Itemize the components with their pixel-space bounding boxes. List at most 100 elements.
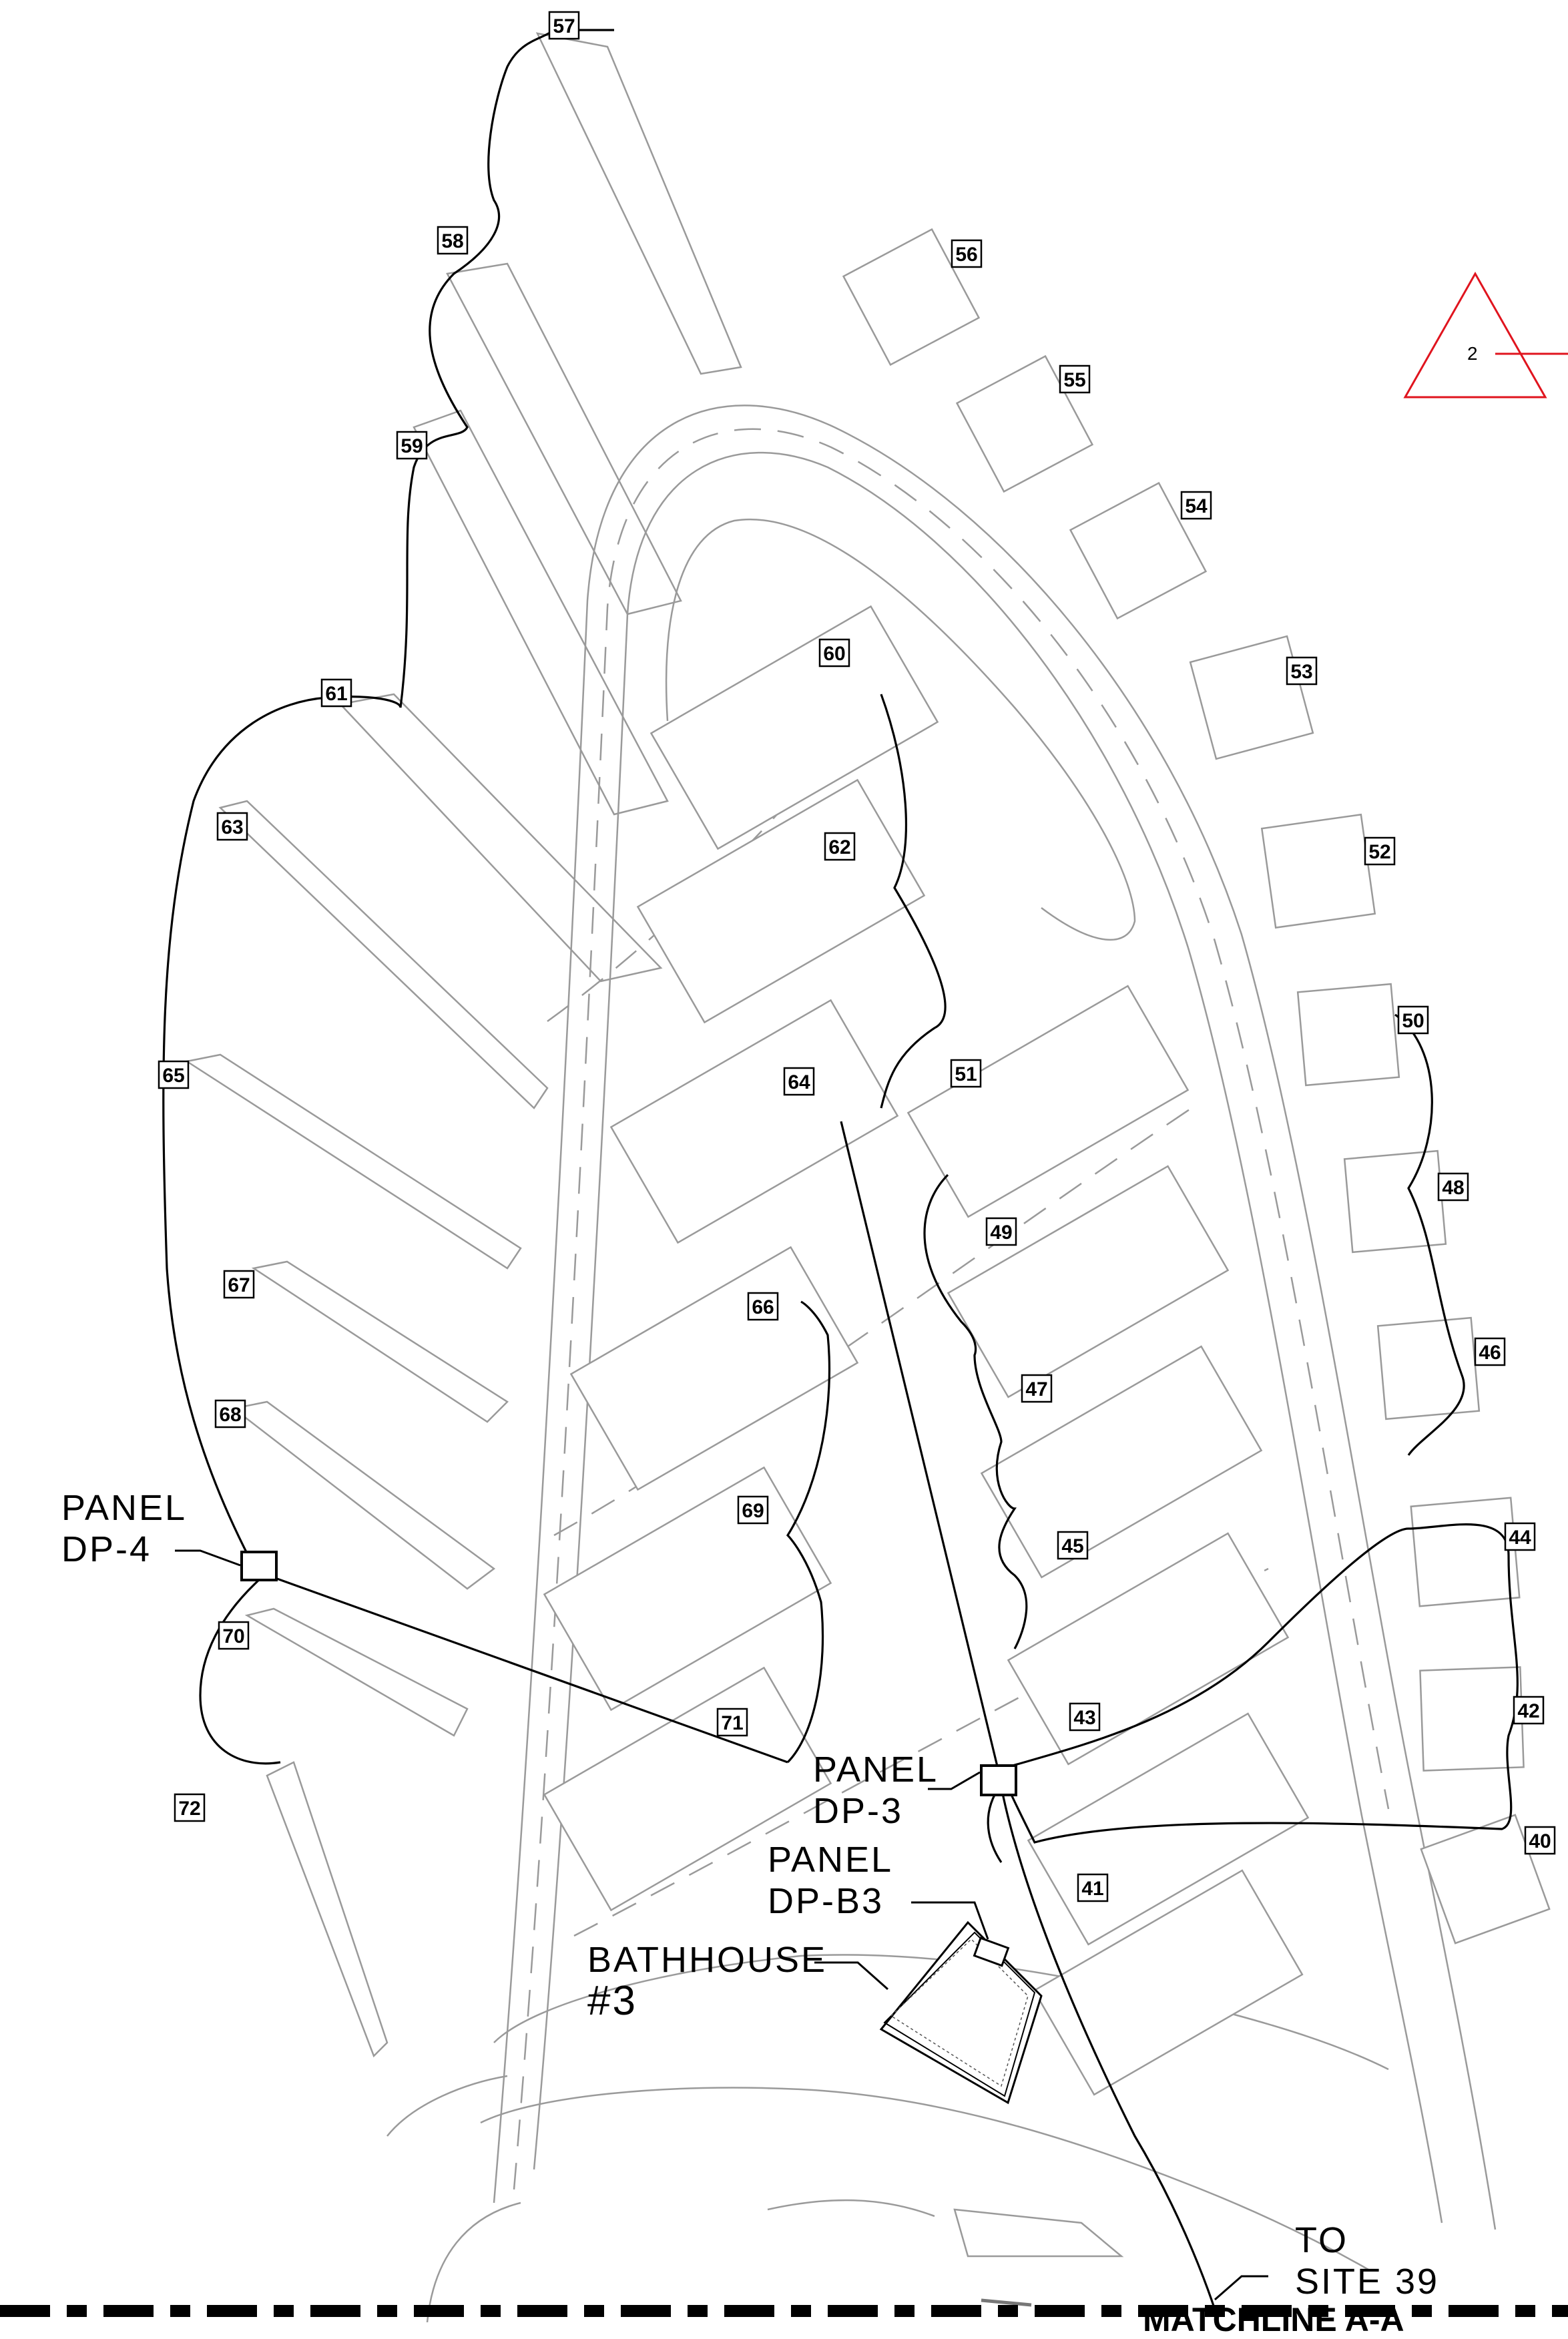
site-label-40: 40 — [1524, 1826, 1556, 1855]
site-label-box — [1474, 1337, 1506, 1366]
site-label-51: 51 — [950, 1059, 982, 1088]
electrical-feeders — [162, 29, 1519, 2310]
site-label-43: 43 — [1069, 1702, 1101, 1732]
site-label-box — [716, 1708, 748, 1737]
site-label-box — [218, 1621, 250, 1650]
site-label-text: 65 — [162, 1065, 184, 1087]
to-site-line2: SITE 39 — [1295, 2262, 1440, 2302]
site-label-41: 41 — [1077, 1873, 1109, 1902]
panel-dp4-line2: DP-4 — [61, 1529, 152, 1569]
panel-dpb3-callout: PANEL DP-B3 — [768, 1839, 914, 1922]
panel-dp3-line2: DP-3 — [813, 1791, 904, 1831]
site-label-text: 71 — [721, 1712, 743, 1734]
site-label-69: 69 — [737, 1495, 769, 1525]
site-label-48: 48 — [1437, 1172, 1469, 1202]
site-label-text: 41 — [1081, 1878, 1103, 1900]
site-label-text: 60 — [823, 643, 845, 665]
panel-dp3-callout: PANEL DP-3 — [813, 1749, 947, 1832]
site-label-box — [1504, 1522, 1536, 1551]
site-label-box — [1364, 836, 1396, 866]
site-label-49: 49 — [985, 1217, 1017, 1246]
site-label-text: 55 — [1063, 369, 1085, 391]
site-label-box — [1524, 1826, 1556, 1855]
site-label-57: 57 — [548, 11, 580, 40]
site-label-text: 43 — [1073, 1707, 1095, 1729]
site-label-text: 51 — [955, 1063, 977, 1085]
site-label-text: 44 — [1509, 1527, 1531, 1549]
site-label-box — [950, 1059, 982, 1088]
site-label-66: 66 — [747, 1292, 779, 1321]
site-label-box — [951, 239, 983, 268]
site-label-56: 56 — [951, 239, 983, 268]
site-label-box — [174, 1793, 206, 1822]
site-label-text: 61 — [325, 683, 347, 705]
site-label-70: 70 — [218, 1621, 250, 1650]
site-label-52: 52 — [1364, 836, 1396, 866]
bathhouse-line1: BATHHOUSE — [587, 1940, 828, 1980]
site-label-text: 59 — [401, 435, 423, 457]
panel-dpb3-line2: DP-B3 — [768, 1881, 884, 1921]
site-label-72: 72 — [174, 1793, 206, 1822]
matchline-label: MATCHLINE A-A — [1143, 2301, 1404, 2338]
site-label-45: 45 — [1057, 1531, 1089, 1560]
panel-dp4-callout: PANEL DP-4 — [61, 1487, 195, 1570]
site-label-box — [747, 1292, 779, 1321]
site-label-box — [1513, 1696, 1545, 1725]
site-label-text: 48 — [1442, 1177, 1464, 1199]
site-label-71: 71 — [716, 1708, 748, 1737]
bathhouse-building — [879, 1920, 1043, 2105]
callout-leaders — [175, 1549, 1268, 2301]
panel-dpb3-symbol — [973, 1936, 1010, 1967]
site-label-44: 44 — [1504, 1522, 1536, 1551]
site-label-box — [158, 1060, 190, 1089]
site-label-60: 60 — [818, 638, 850, 668]
site-label-50: 50 — [1397, 1005, 1429, 1035]
site-label-box — [216, 812, 248, 841]
revision-delta — [1403, 271, 1568, 399]
site-label-box — [1397, 1005, 1429, 1035]
site-label-text: 70 — [222, 1625, 244, 1647]
site-label-47: 47 — [1021, 1374, 1053, 1403]
site-label-box — [1057, 1531, 1089, 1560]
site-label-text: 62 — [828, 836, 850, 858]
site-label-text: 49 — [990, 1222, 1012, 1244]
site-label-box — [1180, 491, 1212, 520]
site-label-42: 42 — [1513, 1696, 1545, 1725]
site-label-text: 47 — [1025, 1378, 1047, 1400]
site-label-text: 52 — [1368, 841, 1390, 863]
site-label-box — [818, 638, 850, 668]
site-label-text: 68 — [219, 1404, 241, 1426]
panel-dp4-line1: PANEL — [61, 1488, 188, 1528]
bathhouse-line2: #3 — [587, 1978, 637, 2024]
site-label-box — [223, 1270, 255, 1299]
site-label-54: 54 — [1180, 491, 1212, 520]
site-label-61: 61 — [320, 678, 352, 708]
site-label-text: 63 — [221, 816, 243, 838]
site-label-text: 58 — [441, 230, 463, 252]
site-label-box — [320, 678, 352, 708]
site-label-text: 56 — [955, 244, 977, 266]
site-label-63: 63 — [216, 812, 248, 841]
site-label-53: 53 — [1286, 656, 1318, 686]
site-label-box — [214, 1399, 246, 1428]
site-label-box — [1077, 1873, 1109, 1902]
site-label-box — [1059, 364, 1091, 394]
site-label-text: 67 — [228, 1274, 250, 1296]
site-label-62: 62 — [824, 832, 856, 861]
site-label-text: 42 — [1517, 1700, 1539, 1722]
panel-dpb3-line1: PANEL — [768, 1840, 894, 1880]
site-label-text: 57 — [553, 15, 575, 37]
site-label-box — [1021, 1374, 1053, 1403]
site-label-text: 72 — [178, 1798, 200, 1820]
site-label-box — [437, 226, 469, 255]
site-label-text: 45 — [1061, 1535, 1083, 1557]
panel-dp4-symbol — [240, 1551, 278, 1581]
site-label-text: 69 — [742, 1500, 764, 1522]
site-label-67: 67 — [223, 1270, 255, 1299]
site-label-box — [824, 832, 856, 861]
site-label-box — [985, 1217, 1017, 1246]
label-layer: 5758595655545352504846444240606264666971… — [158, 11, 1556, 1902]
revision-number: 2 — [1467, 343, 1478, 364]
site-label-68: 68 — [214, 1399, 246, 1428]
